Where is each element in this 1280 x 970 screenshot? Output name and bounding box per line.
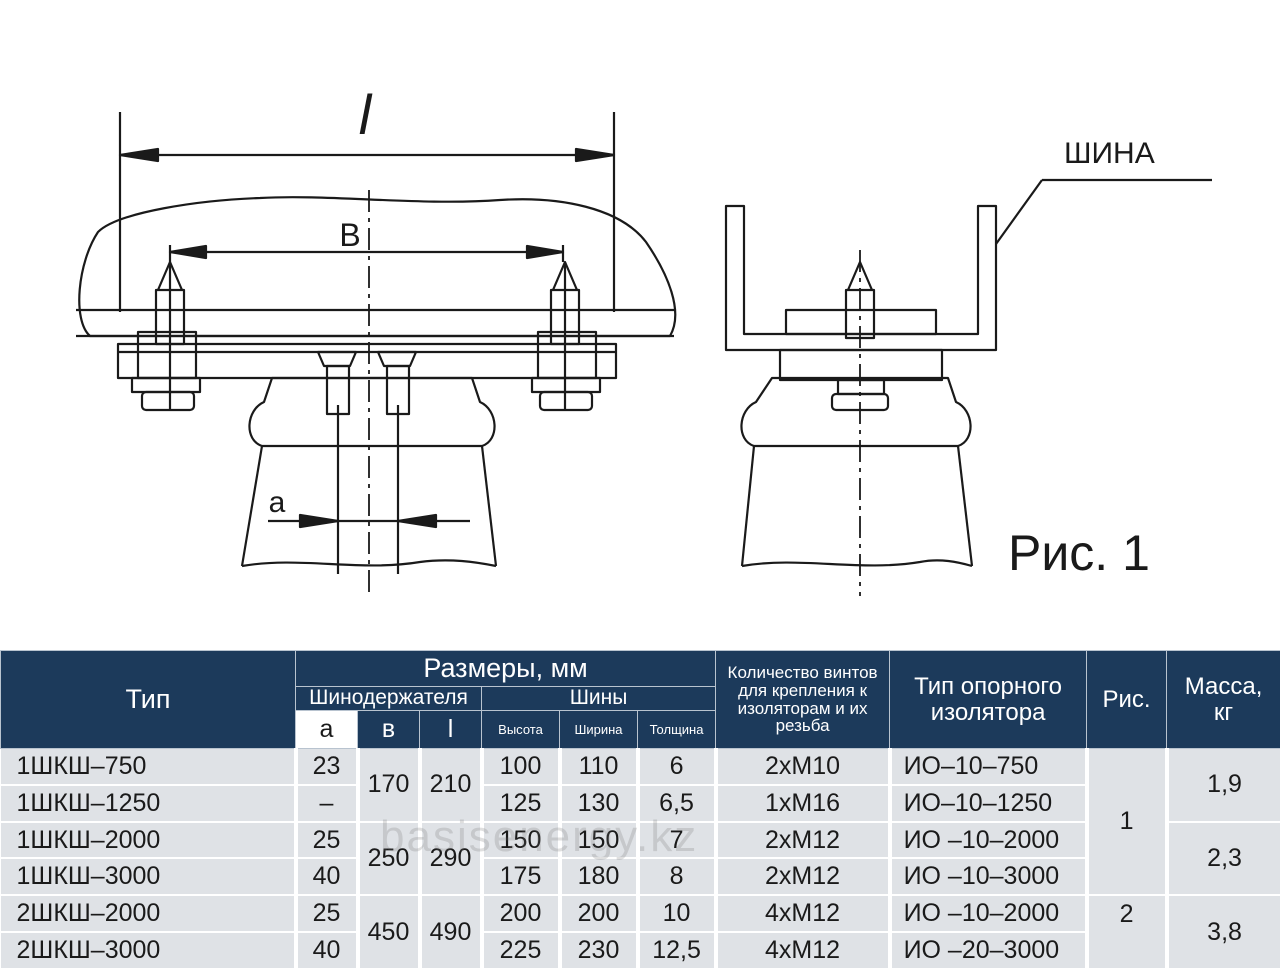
cell-width: 150 xyxy=(557,821,638,860)
cell-screws: 2хМ12 xyxy=(713,858,890,897)
table-row: 1ШКШ–750 23 170 210 100 110 6 2хМ10 ИО–1… xyxy=(0,748,1280,897)
cell-screws: 2хМ12 xyxy=(713,821,890,860)
cell-type: 1ШКШ–3000 xyxy=(0,858,296,897)
cell-l: 210 xyxy=(417,748,482,823)
cell-thickness: 10 xyxy=(635,895,716,934)
cell-height: 150 xyxy=(479,821,560,860)
header-dimensions: Размеры, мм xyxy=(294,650,717,687)
cell-width: 130 xyxy=(557,784,638,823)
cell-a: – xyxy=(293,784,358,823)
cell-b: 250 xyxy=(355,821,420,897)
cell-insulator: ИО –20–3000 xyxy=(887,932,1087,970)
header-height: Высота xyxy=(481,710,560,749)
header-l: l xyxy=(419,710,482,749)
cell-figure: 1 xyxy=(1084,748,1167,897)
header-bus: Шины xyxy=(480,686,717,711)
cell-insulator: ИО –10–3000 xyxy=(887,858,1087,897)
cell-a: 25 xyxy=(293,895,358,934)
cell-screws: 2хМ10 xyxy=(713,748,890,786)
cell-width: 110 xyxy=(557,748,638,786)
cell-thickness: 8 xyxy=(635,858,716,897)
cell-height: 100 xyxy=(479,748,560,786)
table-row: 1ШКШ–1250 – 125 130 6,5 1хМ16 ИО–10–1250 xyxy=(0,784,1280,823)
cell-type: 2ШКШ–2000 xyxy=(0,895,296,934)
cell-insulator: ИО–10–750 xyxy=(887,748,1087,786)
header-insulator: Тип опорного изолятора xyxy=(889,650,1088,749)
cell-width: 200 xyxy=(557,895,638,934)
cell-height: 175 xyxy=(479,858,560,897)
cell-type: 2ШКШ–3000 xyxy=(0,932,296,970)
table-row: 1ШКШ–2000 25 250 290 150 150 7 2хМ12 ИО … xyxy=(0,821,1280,897)
table-row: 1ШКШ–3000 40 175 180 8 2хМ12 ИО –10–3000 xyxy=(0,858,1280,897)
cell-l: 290 xyxy=(417,821,482,897)
cell-screws: 1хМ16 xyxy=(713,784,890,823)
cell-b: 170 xyxy=(355,748,420,823)
cell-width: 230 xyxy=(557,932,638,970)
cell-a: 40 xyxy=(293,858,358,897)
header-screws: Количество винтов для крепления к изолят… xyxy=(715,650,891,749)
cell-height: 225 xyxy=(479,932,560,970)
header-figure: Рис. xyxy=(1086,650,1168,749)
cell-mass: 2,3 xyxy=(1164,821,1280,897)
cell-type: 1ШКШ–1250 xyxy=(0,784,296,823)
figure-caption: Рис. 1 xyxy=(1008,525,1150,581)
dimension-l-label: l xyxy=(359,83,373,146)
cell-insulator: ИО–10–1250 xyxy=(887,784,1087,823)
cell-a: 25 xyxy=(293,821,358,860)
cell-a: 40 xyxy=(293,932,358,970)
cell-insulator: ИО –10–2000 xyxy=(887,895,1087,934)
dimension-b-label: В xyxy=(339,217,360,253)
dimension-a-label: а xyxy=(269,486,286,519)
table-row: 2ШКШ–2000 25 450 490 200 200 10 4хМ12 ИО… xyxy=(0,895,1280,970)
cell-b: 450 xyxy=(355,895,420,970)
cell-mass: 3,8 xyxy=(1164,895,1280,970)
cell-height: 200 xyxy=(479,895,560,934)
technical-drawing: l В а ШИНА Рис. 1 xyxy=(76,83,1212,596)
header-a: а xyxy=(295,710,358,749)
cell-l: 490 xyxy=(417,895,482,970)
cell-figure: 2 xyxy=(1084,895,1167,970)
cell-width: 180 xyxy=(557,858,638,897)
cell-thickness: 6 xyxy=(635,748,716,786)
cell-thickness: 12,5 xyxy=(635,932,716,970)
header-mass: Масса, кг xyxy=(1166,650,1280,749)
cell-thickness: 7 xyxy=(635,821,716,860)
header-b: в xyxy=(357,710,420,749)
cell-type: 1ШКШ–750 xyxy=(0,748,296,786)
cell-height: 125 xyxy=(479,784,560,823)
cell-type: 1ШКШ–2000 xyxy=(0,821,296,860)
header-holder: Шинодержателя xyxy=(295,686,482,711)
spec-table: Тип Размеры, мм Количество винтов для кр… xyxy=(0,650,1280,970)
cell-screws: 4хМ12 xyxy=(713,932,890,970)
bus-label: ШИНА xyxy=(1064,137,1155,170)
cell-thickness: 6,5 xyxy=(635,784,716,823)
table-row: 2ШКШ–3000 40 225 230 12,5 4хМ12 ИО –20–3… xyxy=(0,932,1280,970)
cell-screws: 4хМ12 xyxy=(713,895,890,934)
cell-insulator: ИО –10–2000 xyxy=(887,821,1087,860)
header-type: Тип xyxy=(0,650,296,749)
header-width: Ширина xyxy=(559,710,638,749)
cell-mass: 1,9 xyxy=(1164,748,1280,823)
header-thickness: Толщина xyxy=(636,710,717,749)
cell-a: 23 xyxy=(293,748,358,786)
